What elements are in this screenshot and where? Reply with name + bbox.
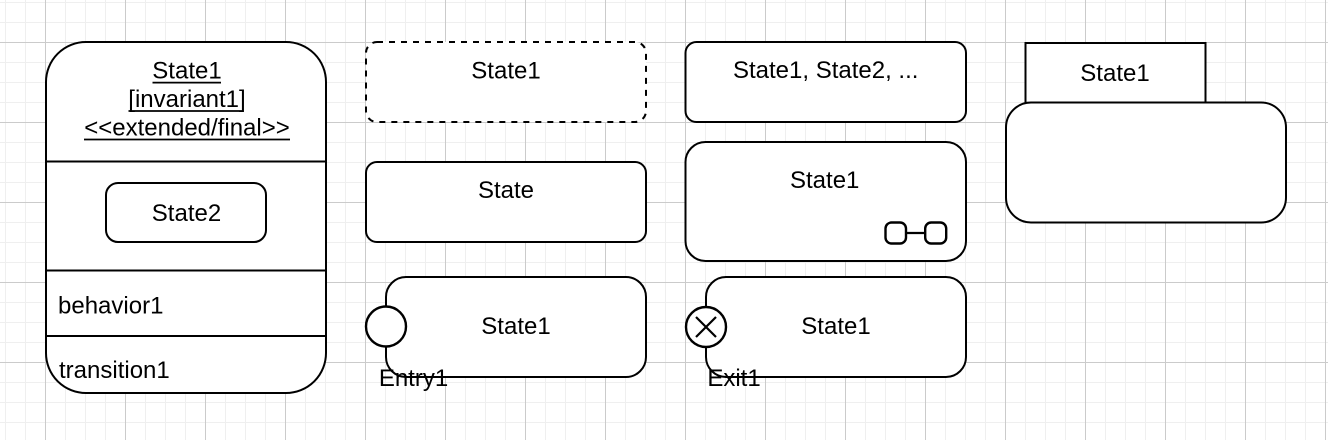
- svg-text:Entry1: Entry1: [379, 365, 448, 392]
- svg-text:State1: State1: [471, 58, 540, 85]
- svg-text:State1, State2, ...: State1, State2, ...: [733, 57, 918, 84]
- svg-text:Exit1: Exit1: [707, 365, 760, 392]
- svg-text:State1: State1: [801, 313, 870, 340]
- svg-text:behavior1: behavior1: [58, 293, 163, 320]
- svg-text:[invariant1]: [invariant1]: [128, 86, 245, 113]
- svg-text:State1: State1: [481, 313, 550, 340]
- svg-text:State: State: [478, 177, 534, 204]
- svg-text:<<extended/final>>: <<extended/final>>: [84, 115, 290, 142]
- svg-text:State1: State1: [790, 167, 859, 194]
- svg-text:State1: State1: [152, 58, 221, 85]
- svg-text:State2: State2: [152, 200, 221, 227]
- svg-text:transition1: transition1: [59, 357, 170, 384]
- svg-text:State1: State1: [1080, 60, 1149, 87]
